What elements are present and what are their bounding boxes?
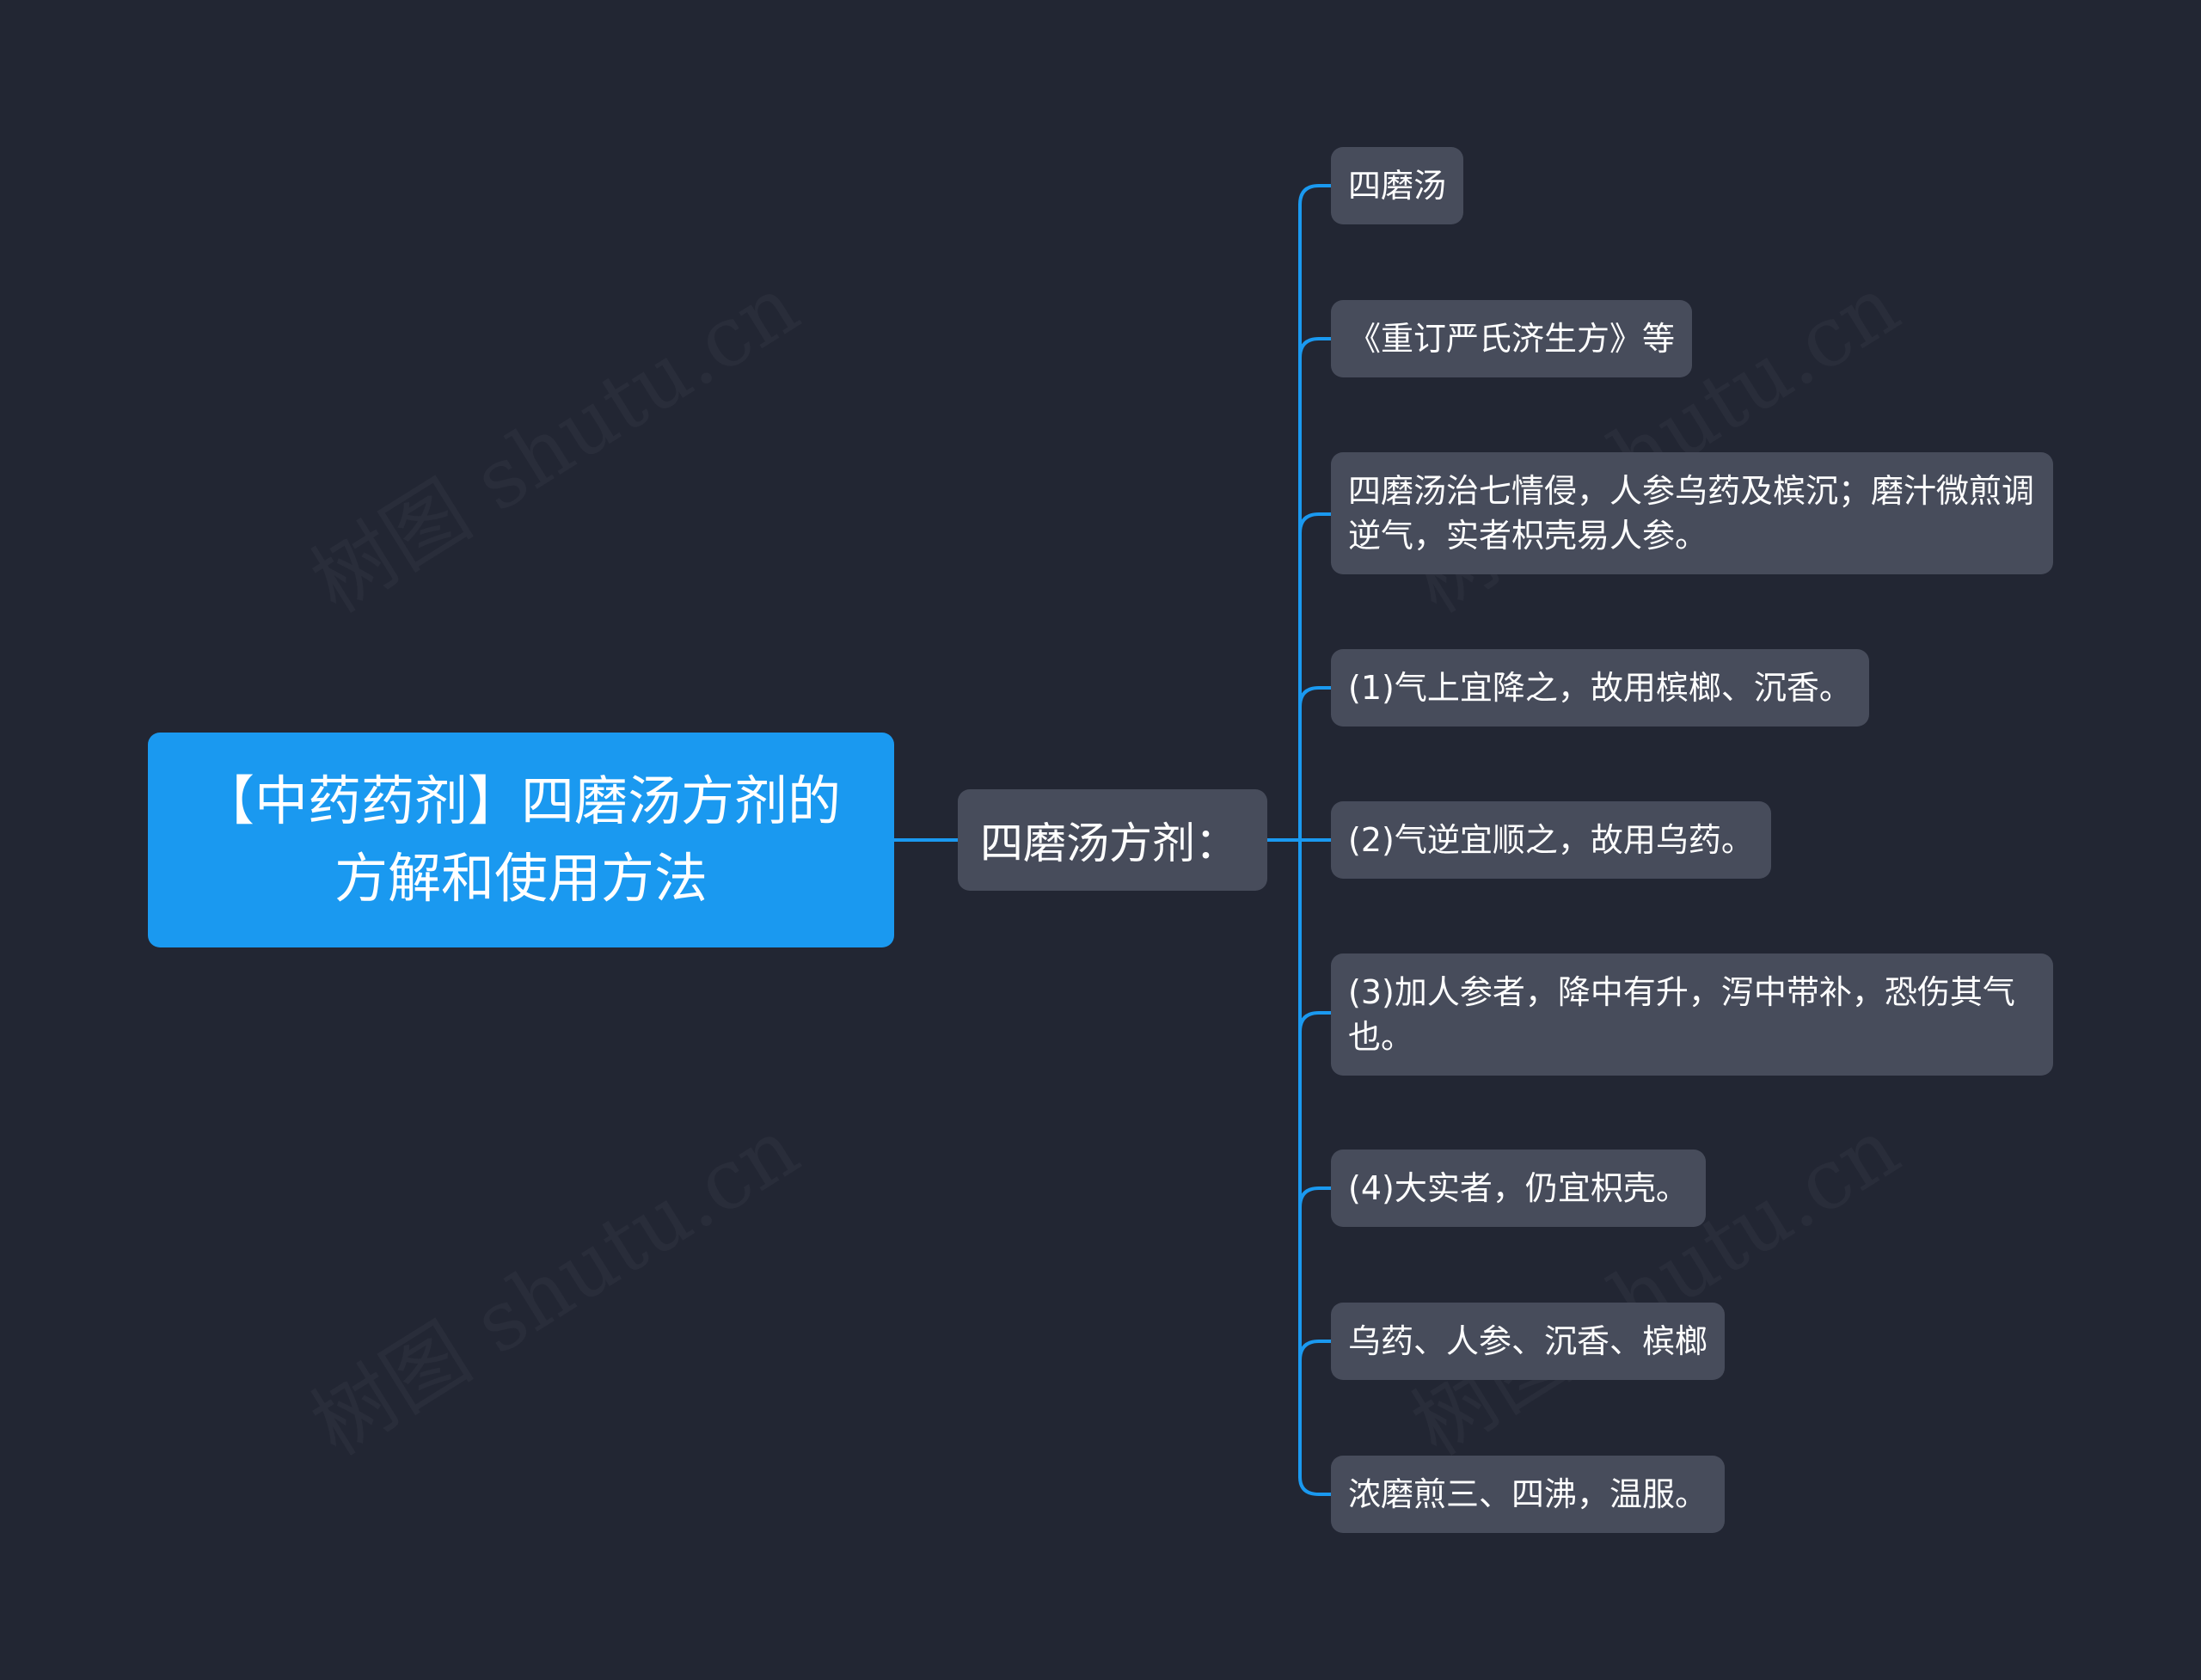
leaf-topic[interactable]: 四磨汤 <box>1331 147 1464 224</box>
leaf-topic-label: (4)大实者，仍宜枳壳。 <box>1348 1169 1689 1207</box>
leaf-topic-label: 《重订严氏济生方》等 <box>1348 320 1676 358</box>
leaf-topic-label: 乌药、人参、沉香、槟榔 <box>1348 1322 1708 1360</box>
leaf-topic-label: (3)加人参者，降中有升，泻中带补，恐伤其气也。 <box>1348 973 2015 1056</box>
leaf-topic[interactable]: 乌药、人参、沉香、槟榔 <box>1331 1303 1726 1380</box>
leaf-topic[interactable]: (4)大实者，仍宜枳壳。 <box>1331 1150 1706 1227</box>
branch-topic[interactable]: 四磨汤方剂： <box>958 789 1267 891</box>
leaf-topic-label: 浓磨煎三、四沸，温服。 <box>1348 1475 1708 1513</box>
leaf-topic[interactable]: 四磨汤治七情侵，人参乌药及槟沉；磨汁微煎调逆气，实者枳壳易人参。 <box>1331 452 2053 574</box>
leaf-topic[interactable]: 浓磨煎三、四沸，温服。 <box>1331 1456 1726 1533</box>
root-topic-label: 【中药药剂】四磨汤方剂的方解和使用方法 <box>200 769 841 910</box>
leaf-topic[interactable]: (3)加人参者，降中有升，泻中带补，恐伤其气也。 <box>1331 953 2053 1076</box>
leaf-topic[interactable]: (1)气上宜降之，故用槟榔、沉香。 <box>1331 649 1869 727</box>
leaf-topic-label: (1)气上宜降之，故用槟榔、沉香。 <box>1348 669 1852 707</box>
root-topic[interactable]: 【中药药剂】四磨汤方剂的方解和使用方法 <box>148 733 894 947</box>
branch-topic-label: 四磨汤方剂： <box>980 819 1238 868</box>
leaf-topic-label: 四磨汤 <box>1348 167 1447 205</box>
leaf-topic[interactable]: 《重订严氏济生方》等 <box>1331 300 1693 377</box>
leaf-topic-label: 四磨汤治七情侵，人参乌药及槟沉；磨汁微煎调逆气，实者枳壳易人参。 <box>1348 472 2035 555</box>
leaf-topic-label: (2)气逆宜顺之，故用乌药。 <box>1348 821 1754 859</box>
leaf-topic[interactable]: (2)气逆宜顺之，故用乌药。 <box>1331 801 1771 879</box>
